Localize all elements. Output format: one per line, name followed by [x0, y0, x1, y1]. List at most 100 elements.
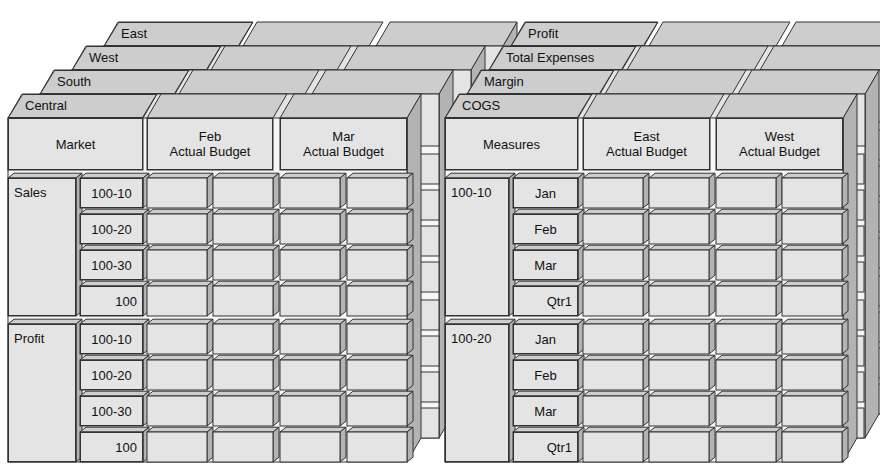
cube-cell-top — [147, 355, 213, 360]
cube-cell-top — [147, 427, 213, 432]
cube-cell — [649, 178, 709, 208]
dimension-box: Mar — [513, 250, 578, 280]
back-cell — [579, 178, 644, 208]
cube-cell — [347, 396, 407, 426]
cube-cell — [280, 250, 340, 280]
cube-cell — [782, 178, 842, 208]
cube-cell-side — [340, 281, 346, 316]
cube-label: Jan — [535, 332, 556, 347]
cube-cell-top — [280, 355, 346, 360]
cube-label: Market — [56, 137, 96, 152]
cube-cell — [347, 286, 407, 316]
cube-cell-side — [207, 355, 213, 390]
slab-top — [511, 22, 658, 46]
slab-top — [104, 22, 253, 46]
cube-cell — [347, 250, 407, 280]
cube-cell-side — [273, 427, 279, 462]
dimension-box: 100-10 — [80, 178, 143, 208]
cube-cell-top — [347, 355, 413, 360]
cube-cell-side — [709, 427, 715, 462]
cube-cell — [80, 324, 143, 354]
cube-cell — [213, 178, 273, 208]
cube-cell-top — [280, 245, 346, 250]
slab-top — [179, 70, 319, 94]
cube-cell — [649, 396, 709, 426]
cube-cell-side — [273, 209, 279, 244]
cube-cell — [147, 178, 207, 208]
cube-cell-top — [347, 245, 413, 250]
cube-cell-side — [709, 281, 715, 316]
cube-cell-top — [147, 319, 213, 324]
back-cell — [715, 324, 775, 354]
cube-cell — [80, 360, 143, 390]
back-cell — [649, 360, 709, 390]
cube-cell-side — [340, 245, 346, 280]
back-cell — [782, 214, 842, 244]
cube-label: Mar — [332, 129, 354, 144]
cube-cell — [347, 432, 407, 462]
cube-cell-top — [649, 391, 715, 396]
cube-cell — [280, 360, 340, 390]
cube-cell — [347, 178, 407, 208]
cube-cell-top — [213, 355, 279, 360]
cube-cell-side — [709, 209, 715, 244]
cube-label: 100-10 — [91, 186, 131, 201]
cube-cell — [347, 360, 407, 390]
cube-cell-top — [280, 391, 346, 396]
cube-cell — [445, 178, 509, 316]
cube-cell — [716, 178, 776, 208]
slab-outline-shape — [512, 23, 658, 46]
slab-label: South — [40, 70, 189, 94]
cube-cell-side — [776, 173, 782, 208]
slab-top — [280, 94, 421, 118]
cube-cell — [80, 432, 143, 462]
slab-label: West — [72, 46, 221, 70]
cube-cell-top — [716, 355, 782, 360]
dimension-box: WestActual Budget — [716, 118, 843, 170]
cube-cell-side — [340, 355, 346, 390]
cube-cell-top — [716, 391, 782, 396]
slab-outline-shape — [73, 47, 221, 70]
cube-cell-top — [716, 427, 782, 432]
cube-cell-top — [716, 209, 782, 214]
cube-cell-top — [347, 427, 413, 432]
cube-cell-top — [583, 281, 649, 286]
cube-cell — [716, 360, 776, 390]
slab-top — [649, 22, 790, 46]
cube-cell-side — [776, 281, 782, 316]
cube-cell — [782, 214, 842, 244]
cube-cell-side — [643, 173, 649, 208]
cube-cell — [583, 214, 643, 244]
cube-label: 100 — [115, 294, 137, 309]
cube-cell — [347, 214, 407, 244]
cube-cell-side — [407, 391, 413, 426]
cube-cell-top — [280, 319, 346, 324]
slab-top — [760, 46, 880, 70]
back-cell — [649, 178, 709, 208]
cube-cell — [583, 360, 643, 390]
cube-cell — [649, 432, 709, 462]
dimension-box: 100 — [80, 432, 143, 462]
slab-outline-shape — [105, 23, 253, 46]
cube-cell-top — [147, 173, 213, 178]
cube-cell-side — [340, 209, 346, 244]
cube-cell — [716, 250, 776, 280]
cube-label: 100-30 — [91, 258, 131, 273]
back-cell — [649, 214, 709, 244]
cube-cell — [280, 324, 340, 354]
back-cell — [782, 178, 842, 208]
cube-cell — [213, 360, 273, 390]
cube-cell-top — [213, 319, 279, 324]
cube-label: Feb — [534, 222, 556, 237]
header-face — [8, 118, 143, 170]
header-face — [445, 118, 578, 170]
cube-cell — [513, 324, 578, 354]
cube-cell-side — [273, 281, 279, 316]
cube-label: 100-20 — [451, 331, 491, 346]
slab-outline-shape — [446, 95, 592, 118]
slab-side — [843, 94, 857, 462]
cube-cell — [716, 324, 776, 354]
cube-cell — [649, 286, 709, 316]
cube-label: 100-20 — [91, 222, 131, 237]
back-cell — [579, 360, 644, 390]
